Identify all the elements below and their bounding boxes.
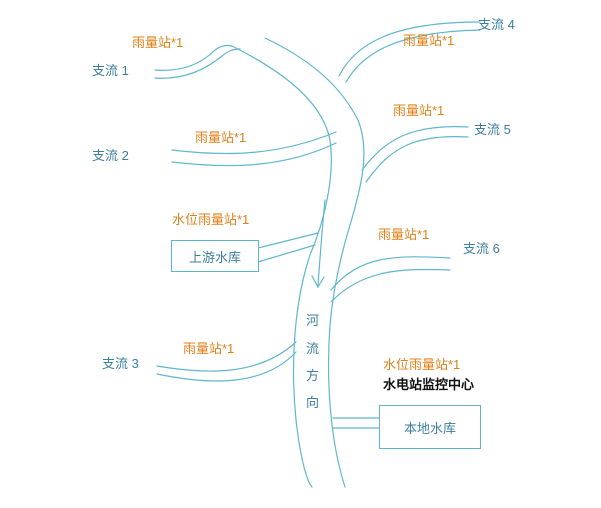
tributary-1-bank-upper bbox=[154, 44, 233, 71]
rain-gauge-station-label-5: 雨量站*1 bbox=[393, 103, 445, 118]
tributary-2-label: 支流 2 bbox=[92, 148, 129, 163]
upstream-water-level-rain-station-label: 水位雨量站*1 bbox=[172, 212, 250, 227]
tributary-1-label: 支流 1 bbox=[92, 63, 129, 78]
upstream-reservoir-connector-lower bbox=[257, 244, 316, 263]
local-reservoir-box: 本地水库 bbox=[379, 405, 481, 449]
tributary-4-bank-left bbox=[338, 21, 481, 77]
upstream-reservoir-box: 上游水库 bbox=[171, 240, 259, 272]
main-river-left-bank bbox=[231, 45, 332, 488]
tributary-3-bank-upper bbox=[156, 341, 297, 372]
tributary-6-bank-lower bbox=[330, 268, 451, 303]
tributary-5-label: 支流 5 bbox=[474, 122, 511, 137]
rain-gauge-station-label-3: 雨量站*1 bbox=[183, 341, 235, 356]
flow-arrow-head bbox=[311, 275, 325, 289]
flow-direction-char: 流 bbox=[306, 341, 320, 356]
local-water-level-rain-station-label: 水位雨量站*1 bbox=[383, 357, 461, 372]
flow-arrow-shaft bbox=[317, 199, 326, 286]
tributary-1-bank-lower bbox=[154, 48, 241, 79]
tributary-4-label: 支流 4 bbox=[478, 17, 515, 32]
flow-direction-char: 向 bbox=[306, 395, 320, 410]
tributary-5-bank-upper bbox=[361, 126, 469, 171]
tributary-6-label: 支流 6 bbox=[463, 241, 500, 256]
tributary-3-label: 支流 3 bbox=[102, 356, 139, 371]
tributary-2-bank-lower bbox=[171, 142, 337, 167]
tributary-4-bank-right bbox=[345, 29, 481, 83]
tributary-2-bank-upper bbox=[171, 131, 337, 155]
rain-gauge-station-label-6: 雨量站*1 bbox=[378, 227, 430, 242]
upstream-reservoir-label: 上游水库 bbox=[188, 249, 241, 265]
upstream-reservoir-connector-upper bbox=[257, 232, 319, 249]
flow-direction-char: 方 bbox=[306, 368, 320, 383]
rain-gauge-station-label-2: 雨量站*1 bbox=[195, 130, 247, 145]
hydropower-monitoring-center-label: 水电站监控中心 bbox=[383, 377, 475, 392]
tributary-6-bank-upper bbox=[330, 256, 451, 291]
flow-direction-char: 河 bbox=[306, 313, 320, 328]
tributary-3-bank-lower bbox=[156, 351, 297, 382]
rain-gauge-station-label-1: 雨量站*1 bbox=[132, 35, 184, 50]
local-reservoir-label: 本地水库 bbox=[403, 420, 456, 436]
main-river-right-bank bbox=[264, 37, 365, 488]
tributary-5-bank-lower bbox=[365, 136, 469, 183]
rain-gauge-station-label-4: 雨量站*1 bbox=[403, 33, 455, 48]
